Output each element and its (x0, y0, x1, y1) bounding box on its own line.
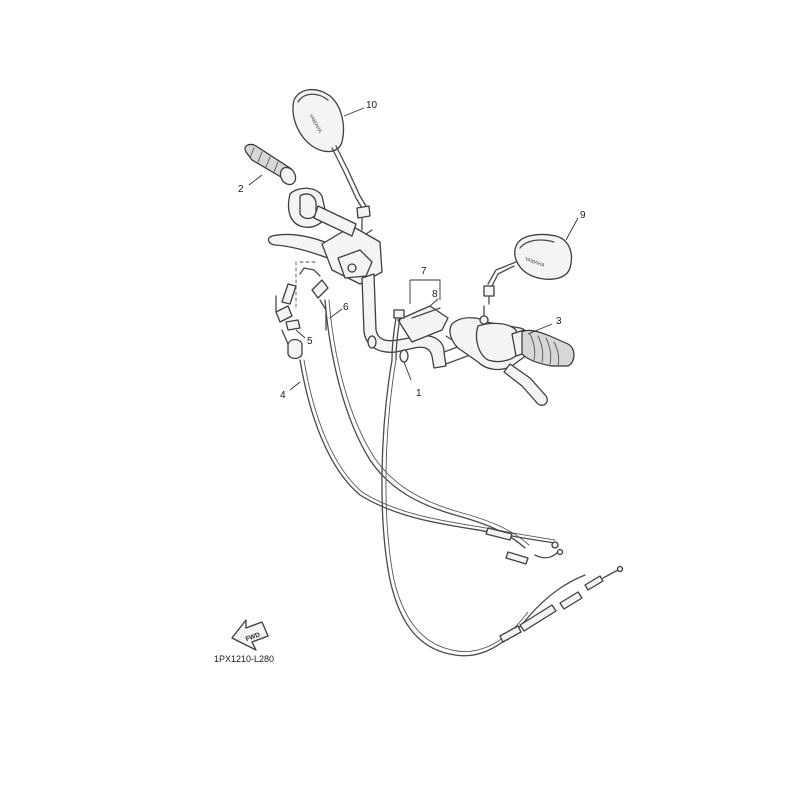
callout-leaders (248, 107, 579, 391)
right-grip (511, 329, 575, 367)
callout-10: 10 (366, 100, 378, 111)
drawing-code: 1PX1210-L280 (214, 654, 274, 664)
main-cable-loop (381, 359, 586, 657)
left-mirror: YAMAHA (292, 89, 371, 231)
forward-arrow-label: FWD (245, 631, 262, 643)
callout-7: 7 (421, 266, 427, 277)
callout-6: 6 (343, 302, 349, 313)
callout-4: 4 (280, 390, 286, 401)
callout-3: 3 (556, 316, 562, 327)
cable-runs (299, 299, 586, 657)
callout-5: 5 (307, 336, 313, 347)
callout-labels: 1 2 3 4 5 6 7 8 9 10 (238, 100, 586, 401)
callout-1: 1 (416, 388, 422, 399)
left-grip (244, 143, 297, 186)
clutch-cable-upper (324, 299, 526, 549)
cable-end-fittings (485, 527, 624, 643)
left-lever-assembly (267, 187, 383, 311)
callout-8: 8 (432, 289, 438, 300)
forward-arrow-icon: FWD (231, 619, 269, 651)
throttle-cable (299, 359, 556, 544)
right-mirror: YAMAHA (483, 233, 573, 305)
adjuster-parts (275, 267, 329, 360)
handlebar (361, 273, 479, 369)
cable-upper-run (391, 309, 405, 361)
callout-2: 2 (238, 184, 244, 195)
callout-9: 9 (580, 210, 586, 221)
right-lever-assembly (449, 305, 548, 406)
